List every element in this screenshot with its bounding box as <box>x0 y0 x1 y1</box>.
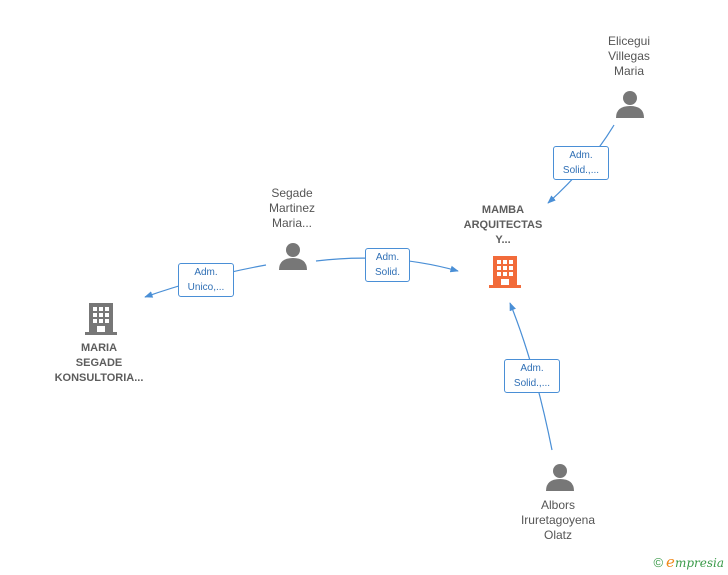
relation-line: Solid. <box>374 267 400 278</box>
relation-line: Adm. <box>569 150 593 161</box>
label-line: KONSULTORIA... <box>54 372 144 384</box>
label-line: Albors <box>540 498 575 512</box>
label-line: Segade <box>271 186 313 200</box>
label-line: Olatz <box>543 528 572 542</box>
relation-box-adm-solid-elicegui[interactable]: Adm. Solid.,... <box>553 146 609 180</box>
relation-box-adm-solid-segade[interactable]: Adm. Solid. <box>365 248 410 282</box>
label-line: Elicegui <box>607 34 651 48</box>
person-icon-segade[interactable] <box>279 243 307 270</box>
person-icon-elicegui[interactable] <box>616 91 644 118</box>
building-icon-konsultoria[interactable] <box>85 303 117 335</box>
relation-line: Solid.,... <box>562 165 600 176</box>
empresia-brand: ©empresia <box>653 553 724 571</box>
copyright-icon: © <box>653 555 664 570</box>
label-line: SEGADE <box>75 357 123 369</box>
building-icon-mamba[interactable] <box>489 256 521 288</box>
relation-line: Solid.,... <box>513 378 551 389</box>
relation-line: Adm. <box>194 267 218 278</box>
person-label-albors[interactable]: Albors Iruretagoyena Olatz <box>508 498 608 543</box>
company-label-mamba[interactable]: MAMBA ARQUITECTAS Y... <box>452 203 554 248</box>
person-label-elicegui[interactable]: Elicegui Villegas Maria <box>590 34 668 79</box>
label-line: MAMBA <box>481 204 525 216</box>
relation-line: Unico,... <box>187 282 225 293</box>
person-icon-albors[interactable] <box>546 464 574 491</box>
label-line: Iruretagoyena <box>520 513 596 527</box>
label-line: Villegas <box>608 49 650 63</box>
relation-box-adm-solid-albors[interactable]: Adm. Solid.,... <box>504 359 560 393</box>
relation-box-adm-unico[interactable]: Adm. Unico,... <box>178 263 234 297</box>
company-label-konsultoria[interactable]: MARIA SEGADE KONSULTORIA... <box>44 341 154 386</box>
label-line: MARIA <box>80 342 118 354</box>
brand-initial: e <box>666 553 675 571</box>
label-line: Y... <box>495 234 511 246</box>
label-line: ARQUITECTAS <box>463 219 543 231</box>
relation-line: Adm. <box>520 363 544 374</box>
relation-line: Adm. <box>375 252 400 263</box>
brand-name: mpresia <box>674 556 724 570</box>
label-line: Maria... <box>271 216 312 230</box>
label-line: Maria <box>613 64 644 78</box>
label-line: Martinez <box>268 201 315 215</box>
person-label-segade[interactable]: Segade Martinez Maria... <box>253 186 331 231</box>
